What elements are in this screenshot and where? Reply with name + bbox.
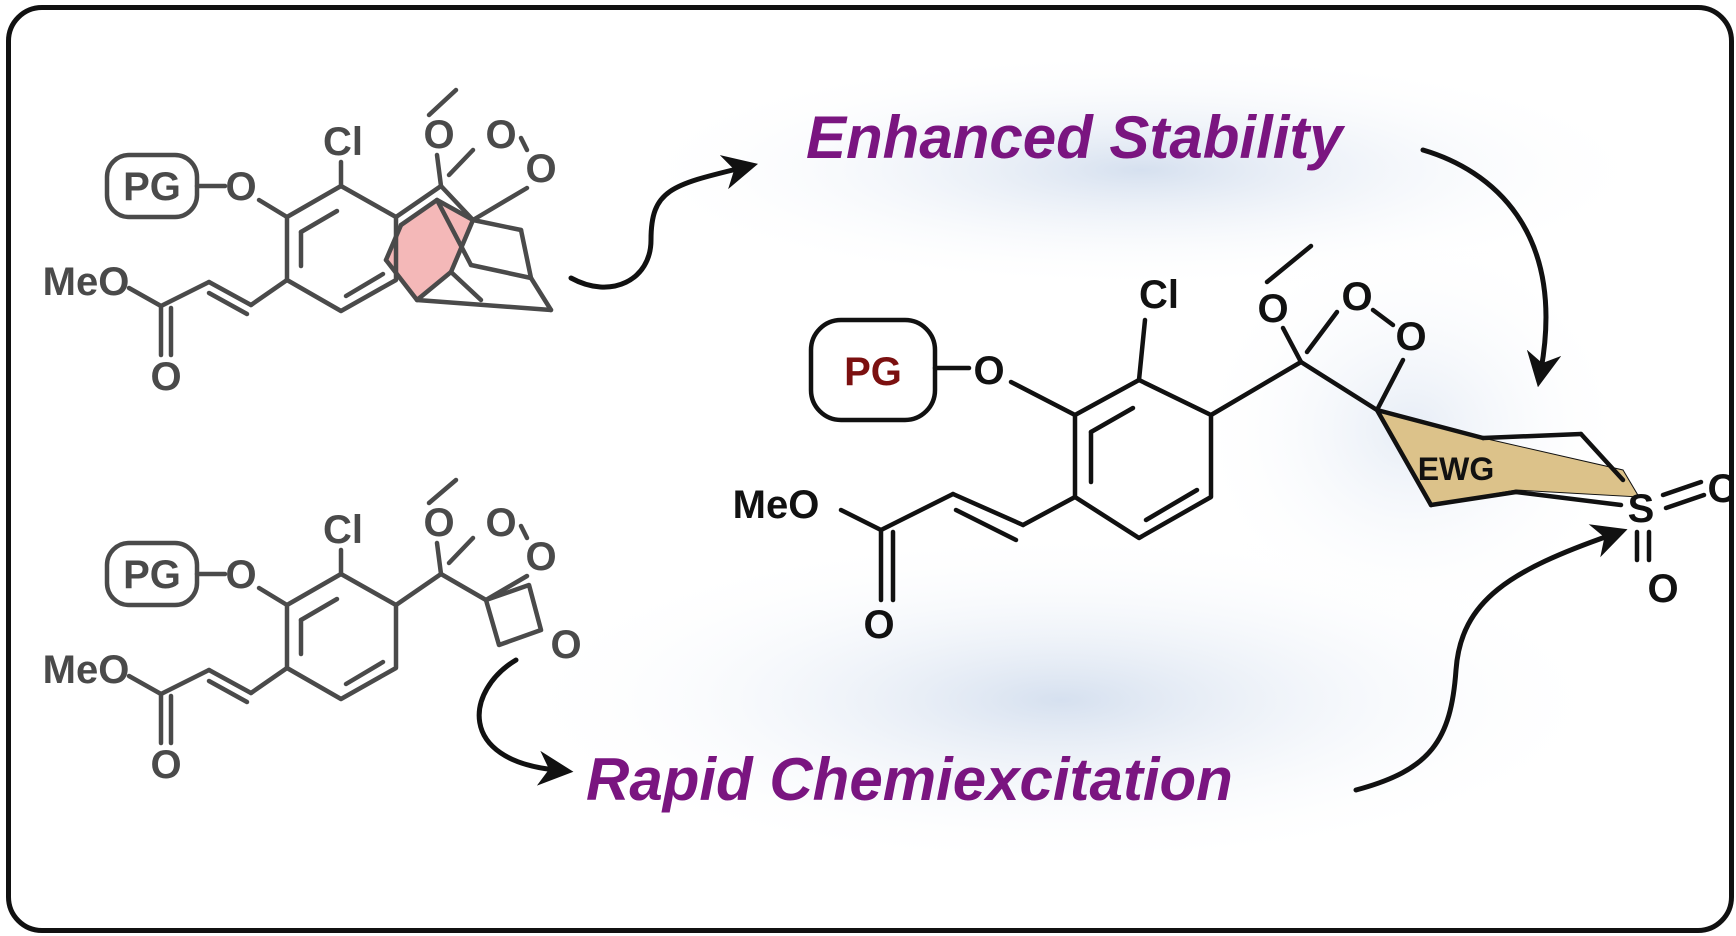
sulfonyl-oxygen-2: O bbox=[1647, 567, 1678, 611]
ether-oxygen: O bbox=[225, 553, 256, 597]
methoxy-ester: MeO bbox=[43, 260, 130, 304]
arrow-oxetane-to-chemiexcitation bbox=[476, 657, 574, 786]
carbonyl-oxygen: O bbox=[150, 355, 181, 399]
chlorine: Cl bbox=[323, 120, 363, 164]
label-enhanced-stability: Enhanced Stability bbox=[806, 104, 1345, 171]
peroxide-oxygen-2: O bbox=[525, 147, 556, 191]
scheme-canvas: PG O Cl O MeO O O O bbox=[43, 50, 1729, 870]
arrow-stability-to-sulfone bbox=[1420, 147, 1562, 388]
arrow-adamantyl-to-stability bbox=[568, 155, 759, 290]
figure-frame: PG O Cl O MeO O O O bbox=[6, 5, 1734, 933]
carbonyl-oxygen: O bbox=[150, 743, 181, 787]
label-rapid-chemiexcitation: Rapid Chemiexcitation bbox=[586, 746, 1233, 813]
pg-label: PG bbox=[123, 165, 181, 209]
methoxy-ester: MeO bbox=[43, 648, 130, 692]
peroxide-oxygen-2: O bbox=[525, 535, 556, 579]
pg-label: PG bbox=[123, 553, 181, 597]
peroxide-oxygen-1: O bbox=[1341, 275, 1372, 319]
background-wash bbox=[501, 50, 1661, 870]
methoxy-oxygen: O bbox=[423, 113, 454, 157]
methoxy-ester: MeO bbox=[733, 483, 820, 527]
chlorine: Cl bbox=[323, 508, 363, 552]
pg-label-highlight: PG bbox=[844, 350, 902, 394]
oxetane-oxygen: O bbox=[550, 623, 581, 667]
oxetane-ring bbox=[483, 582, 544, 648]
peroxide-oxygen-1: O bbox=[485, 113, 516, 157]
carbonyl-oxygen: O bbox=[863, 603, 894, 647]
ewg-label: EWG bbox=[1418, 451, 1494, 487]
methoxy-oxygen: O bbox=[1257, 287, 1288, 331]
chlorine: Cl bbox=[1139, 273, 1179, 317]
sulfur: S bbox=[1628, 487, 1655, 531]
molecule-adamantyl-dioxetane: PG O Cl O MeO O O O bbox=[43, 87, 557, 399]
ether-oxygen: O bbox=[973, 349, 1004, 393]
ether-oxygen: O bbox=[225, 165, 256, 209]
peroxide-oxygen-2: O bbox=[1395, 315, 1426, 359]
arrow-chemiexcitation-to-sulfone bbox=[1353, 524, 1628, 793]
methoxy-oxygen: O bbox=[423, 501, 454, 545]
molecule-oxetane-dioxetane: PG O Cl O MeO O O O O bbox=[43, 477, 582, 787]
molecule-sulfone-dioxetane: PG O Cl O MeO O O O EWG bbox=[733, 243, 1729, 647]
peroxide-oxygen-1: O bbox=[485, 501, 516, 545]
sulfonyl-oxygen-1: O bbox=[1707, 467, 1729, 511]
